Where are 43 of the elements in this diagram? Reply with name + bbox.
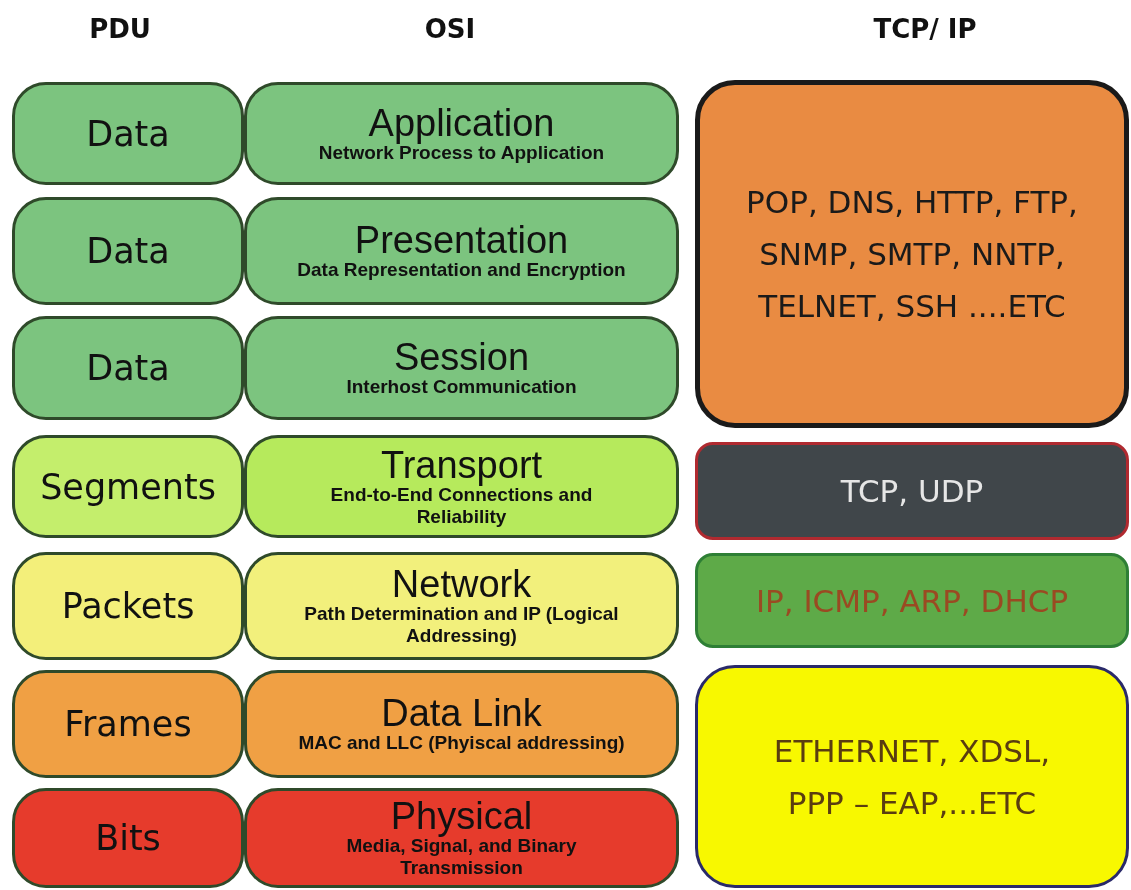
pdu-label: Bits	[95, 818, 161, 858]
osi-layer-box	[244, 82, 679, 185]
column-heading: OSI	[423, 14, 477, 44]
pdu-box	[12, 316, 244, 420]
column-heading: PDU	[88, 14, 152, 44]
pdu-box	[12, 435, 244, 538]
layer-description: Data Representation and Encryption	[297, 259, 626, 281]
layer-description: MAC and LLC (Phyiscal addressing)	[298, 732, 625, 754]
layer-description: Interhost Communication	[346, 376, 577, 398]
protocol-list: POP, DNS, HTTP, FTP, SNMP, SMTP, NNTP, TELNET, SSH ....ETC	[712, 176, 1112, 332]
protocol-list: TCP, UDP	[820, 465, 1004, 517]
layer-description: Path Determination and IP (Logical Addressing)	[303, 603, 620, 647]
pdu-box	[12, 197, 244, 305]
osi-layer-box	[244, 316, 679, 420]
pdu-label: Data	[86, 348, 170, 388]
layer-name: Session	[393, 338, 530, 376]
pdu-box	[12, 552, 244, 660]
layer-name: Presentation	[354, 221, 569, 259]
layer-name: Data Link	[381, 694, 542, 732]
pdu-box	[12, 82, 244, 185]
osi-layer-box	[244, 670, 679, 778]
pdu-box	[12, 788, 244, 888]
osi-layer-box	[244, 435, 679, 538]
pdu-label: Data	[86, 113, 170, 154]
protocol-box	[695, 665, 1129, 888]
pdu-box	[12, 670, 244, 778]
protocol-list: ETHERNET, XDSL, PPP – EAP,...ETC	[727, 724, 1097, 829]
layer-name: Network	[391, 565, 532, 603]
layer-name: Transport	[380, 445, 543, 484]
osi-layer-box	[244, 552, 679, 660]
protocol-box	[695, 442, 1129, 540]
protocol-list: IP, ICMP, ARP, DHCP	[735, 574, 1089, 627]
pdu-label: Frames	[64, 704, 192, 744]
protocol-box	[695, 80, 1129, 428]
osi-layer-box	[244, 788, 679, 888]
pdu-label: Segments	[40, 466, 216, 507]
pdu-label: Packets	[61, 586, 195, 626]
column-heading: TCP/ IP	[872, 14, 978, 44]
layer-name: Application	[368, 103, 555, 142]
layer-name: Physical	[390, 797, 533, 835]
osi-layer-box	[244, 197, 679, 305]
protocol-box	[695, 553, 1129, 648]
pdu-label: Data	[86, 231, 170, 271]
